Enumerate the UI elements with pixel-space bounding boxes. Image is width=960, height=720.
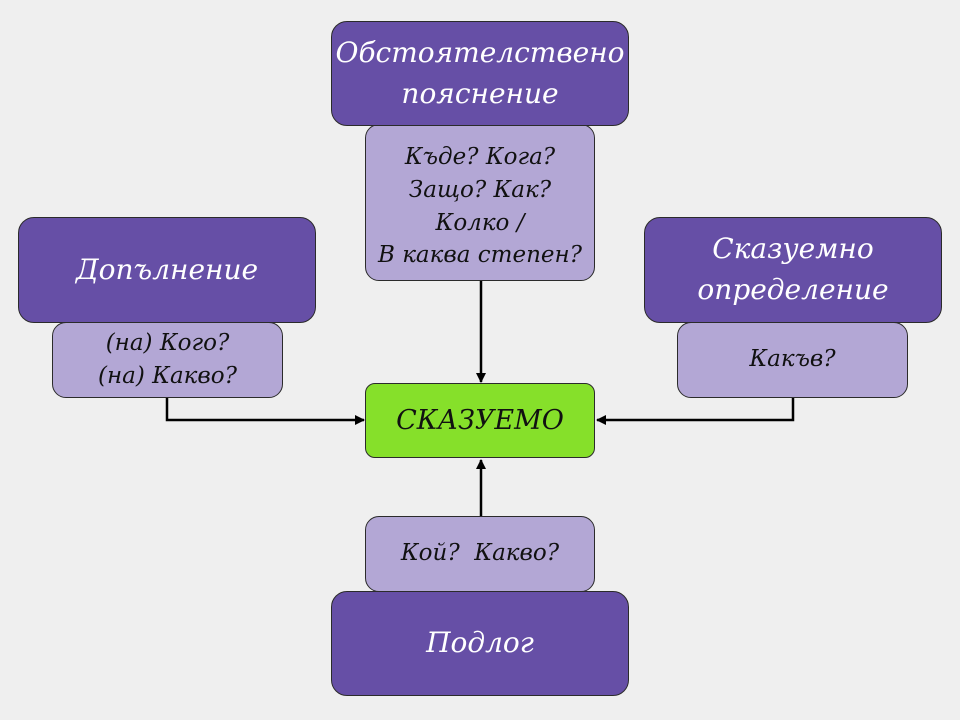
subject-questions-box: Кой? Какво? [365,516,595,592]
object-question-1: (на) Кого? [105,329,230,356]
object-title: Допълнение [75,252,259,286]
adverbial-title-line-2: пояснение [401,76,559,110]
adverbial-question-3: Колко / [435,209,525,236]
object-question-2: (на) Какво? [98,363,237,389]
subject-title: Подлог [426,626,534,660]
subject-title-box: Подлог [331,591,629,696]
predicative-title-box: Сказуемно определение [644,217,942,323]
predicate-box: СКАЗУЕМО [365,383,595,458]
object-questions-box: (на) Кого? (на) Какво? [52,322,283,398]
predicative-question-1: Какъв? [749,346,836,373]
adverbial-questions-box: Къде? Кога? Защо? Как? Колко / В каква с… [365,124,595,281]
predicative-questions-box: Какъв? [677,322,908,398]
predicative-title-line-1: Сказуемно [712,232,874,266]
adverbial-title-line-1: Обстоятелствено [335,35,625,69]
arrow-object-to-predicate [165,397,365,425]
predicative-title-line-2: определение [697,273,889,306]
predicate-label: СКАЗУЕМО [396,405,564,436]
adverbial-question-1: Къде? Кога? [404,144,556,171]
adverbial-question-4: В каква степен? [377,242,582,269]
adverbial-title-box: Обстоятелствено пояснение [331,21,629,126]
arrow-predicative-to-predicate [596,397,795,425]
object-title-box: Допълнение [18,217,316,323]
subject-question-1: Кой? Какво? [400,540,560,567]
adverbial-question-2: Защо? Как? [408,176,552,203]
